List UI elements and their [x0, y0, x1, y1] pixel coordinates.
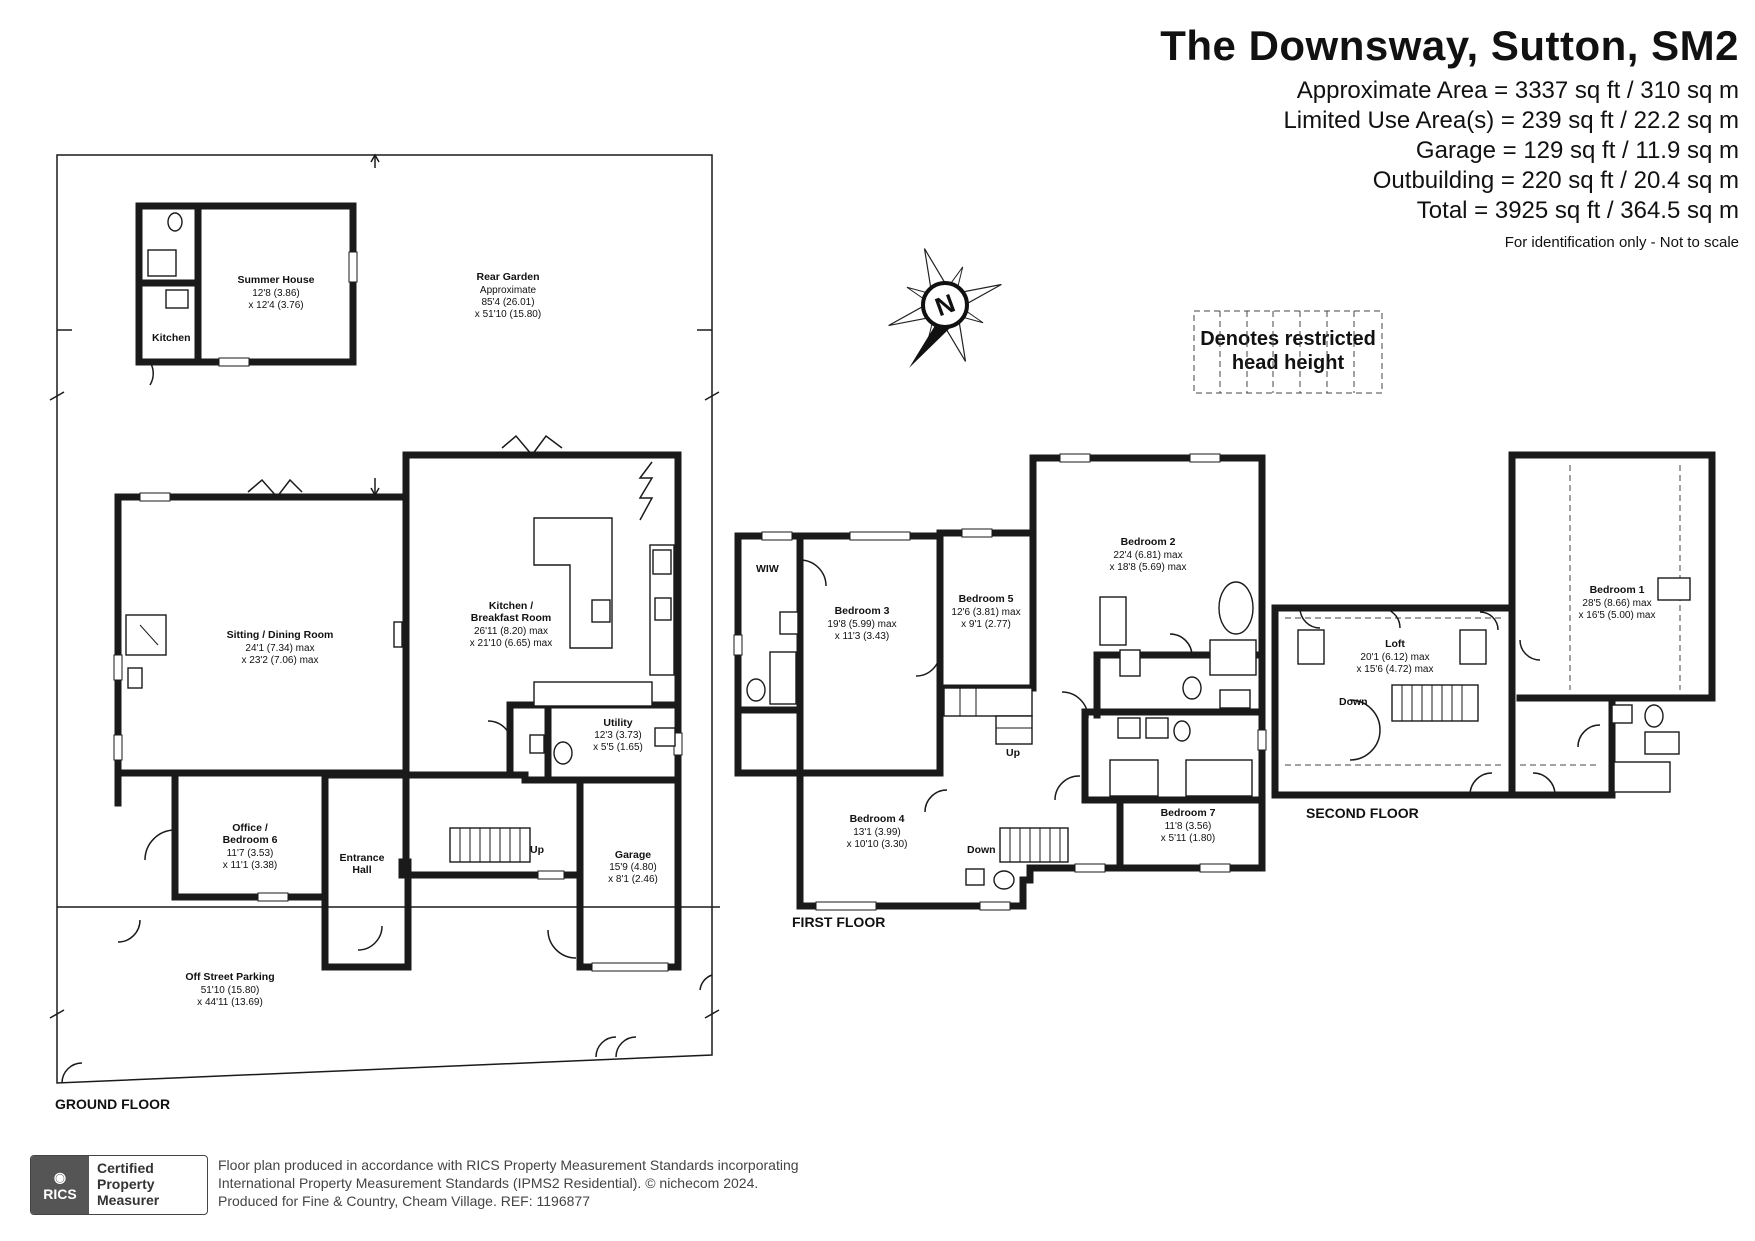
kitchen-line2: x 21'10 (6.65) max — [470, 638, 553, 649]
bedroom3-name: Bedroom 3 — [835, 605, 890, 617]
office-line2: x 11'1 (3.38) — [223, 860, 278, 871]
entrance-hall-line1: Entrance — [340, 852, 385, 864]
rear-garden-line1: Approximate — [480, 285, 537, 296]
office-line1: 11'7 (3.53) — [227, 848, 274, 859]
footer-note-line3: Produced for Fine & Country, Cheam Villa… — [218, 1193, 590, 1209]
ground-stair-up-label: Up — [530, 844, 544, 856]
room-labels: Rear Garden Approximate 85'4 (26.01) x 5… — [55, 271, 1655, 1112]
approximate-area: Approximate Area = 3337 sq ft / 310 sq m — [1296, 77, 1739, 104]
restricted-legend-hatch — [1193, 310, 1383, 394]
restricted-height-legend: Denotes restricted head height — [1194, 311, 1382, 393]
first-floor-plan — [733, 453, 1267, 911]
bedroom2-name: Bedroom 2 — [1121, 536, 1176, 548]
rics-certified-badge: ◉ RICS Certified Property Measurer — [30, 1155, 208, 1215]
bedroom5-line1: 12'6 (3.81) max — [951, 607, 1020, 618]
summer-house-line1: 12'8 (3.86) — [252, 288, 300, 299]
title-block: The Downsway, Sutton, SM2 Approximate Ar… — [1160, 22, 1739, 251]
second-floor-plan — [1271, 451, 1716, 799]
bedroom1-name: Bedroom 1 — [1590, 584, 1645, 596]
garage-line1: 15'9 (4.80) — [609, 862, 657, 873]
bedroom1-line1: 28'5 (8.66) max — [1582, 598, 1651, 609]
kitchen-name-line1: Kitchen / — [489, 600, 533, 612]
bedroom5-name: Bedroom 5 — [959, 593, 1014, 605]
bedroom4-line2: x 10'10 (3.30) — [847, 839, 908, 850]
rics-logo-icon: ◉ — [53, 1168, 67, 1185]
bedroom4-name: Bedroom 4 — [850, 813, 905, 825]
footer-note-line2: International Property Measurement Stand… — [218, 1175, 759, 1191]
kitchen-name-line2: Breakfast Room — [471, 612, 552, 624]
restricted-legend-line2: head height — [1231, 352, 1345, 374]
garage-line2: x 8'1 (2.46) — [608, 874, 658, 885]
kitchen-line1: 26'11 (8.20) max — [474, 626, 548, 637]
utility-line2: x 5'5 (1.65) — [593, 742, 643, 753]
parking-name: Off Street Parking — [185, 971, 274, 983]
page-title: The Downsway, Sutton, SM2 — [1160, 22, 1739, 69]
garage-name: Garage — [615, 849, 651, 861]
ground-floor-plan — [49, 153, 720, 1084]
utility-line1: 12'3 (3.73) — [594, 730, 642, 741]
bedroom5-line2: x 9'1 (2.77) — [961, 619, 1011, 630]
footer-note: Floor plan produced in accordance with R… — [218, 1156, 799, 1210]
disclaimer: For identification only - Not to scale — [1504, 234, 1739, 251]
outbuilding-kitchen-name: Kitchen — [152, 332, 191, 344]
north-arrow-icon: N — [888, 248, 1002, 368]
rics-logo: ◉ RICS — [31, 1156, 89, 1214]
rear-garden-line3: x 51'10 (15.80) — [475, 309, 541, 320]
office-name-line2: Bedroom 6 — [223, 834, 278, 846]
summer-house-line2: x 12'4 (3.76) — [248, 300, 303, 311]
loft-line1: 20'1 (6.12) max — [1360, 652, 1429, 663]
wiw-label: WIW — [756, 563, 779, 575]
garage-area: Garage = 129 sq ft / 11.9 sq m — [1415, 137, 1739, 164]
bedroom4-line1: 13'1 (3.99) — [853, 827, 901, 838]
ground-floor-label: GROUND FLOOR — [55, 1096, 170, 1112]
summer-house-name: Summer House — [237, 274, 314, 286]
total-area: Total = 3925 sq ft / 364.5 sq m — [1416, 197, 1739, 224]
parking-line2: x 44'11 (13.69) — [197, 997, 263, 1008]
bedroom1-line2: x 16'5 (5.00) max — [1579, 610, 1656, 621]
bedroom7-line2: x 5'11 (1.80) — [1161, 833, 1216, 844]
first-stair-up-label: Up — [1006, 747, 1020, 759]
rics-badge-text: Certified Property Measurer — [89, 1156, 167, 1214]
bedroom7-name: Bedroom 7 — [1161, 807, 1216, 819]
rics-logo-text: RICS — [43, 1185, 77, 1202]
limited-use-area: Limited Use Area(s) = 239 sq ft / 22.2 s… — [1283, 107, 1739, 134]
outbuilding-area: Outbuilding = 220 sq ft / 20.4 sq m — [1372, 167, 1739, 194]
badge-line2: Property — [97, 1176, 155, 1192]
rear-garden-line2: 85'4 (26.01) — [481, 297, 534, 308]
utility-name: Utility — [603, 717, 632, 729]
sitting-dining-line1: 24'1 (7.34) max — [245, 643, 314, 654]
badge-line1: Certified — [97, 1160, 154, 1176]
parking-line1: 51'10 (15.80) — [201, 985, 260, 996]
rear-garden-name: Rear Garden — [476, 271, 539, 283]
second-stair-down-label: Down — [1339, 696, 1368, 708]
bedroom2-line2: x 18'8 (5.69) max — [1110, 562, 1187, 573]
second-floor-label: SECOND FLOOR — [1306, 805, 1419, 821]
bedroom2-line1: 22'4 (6.81) max — [1113, 550, 1182, 561]
badge-line3: Measurer — [97, 1192, 160, 1208]
loft-name: Loft — [1385, 638, 1405, 650]
bedroom3-line1: 19'8 (5.99) max — [827, 619, 896, 630]
bedroom3-line2: x 11'3 (3.43) — [835, 631, 890, 642]
footer-note-line1: Floor plan produced in accordance with R… — [218, 1157, 799, 1173]
restricted-legend-line1: Denotes restricted — [1200, 328, 1376, 350]
sitting-dining-name: Sitting / Dining Room — [227, 629, 334, 641]
sitting-dining-line2: x 23'2 (7.06) max — [242, 655, 319, 666]
loft-line2: x 15'6 (4.72) max — [1357, 664, 1434, 675]
entrance-hall-line2: Hall — [352, 864, 371, 876]
first-floor-label: FIRST FLOOR — [792, 914, 885, 930]
bedroom7-line1: 11'8 (3.56) — [1165, 821, 1212, 832]
office-name-line1: Office / — [232, 822, 268, 834]
first-stair-down-label: Down — [967, 844, 996, 856]
